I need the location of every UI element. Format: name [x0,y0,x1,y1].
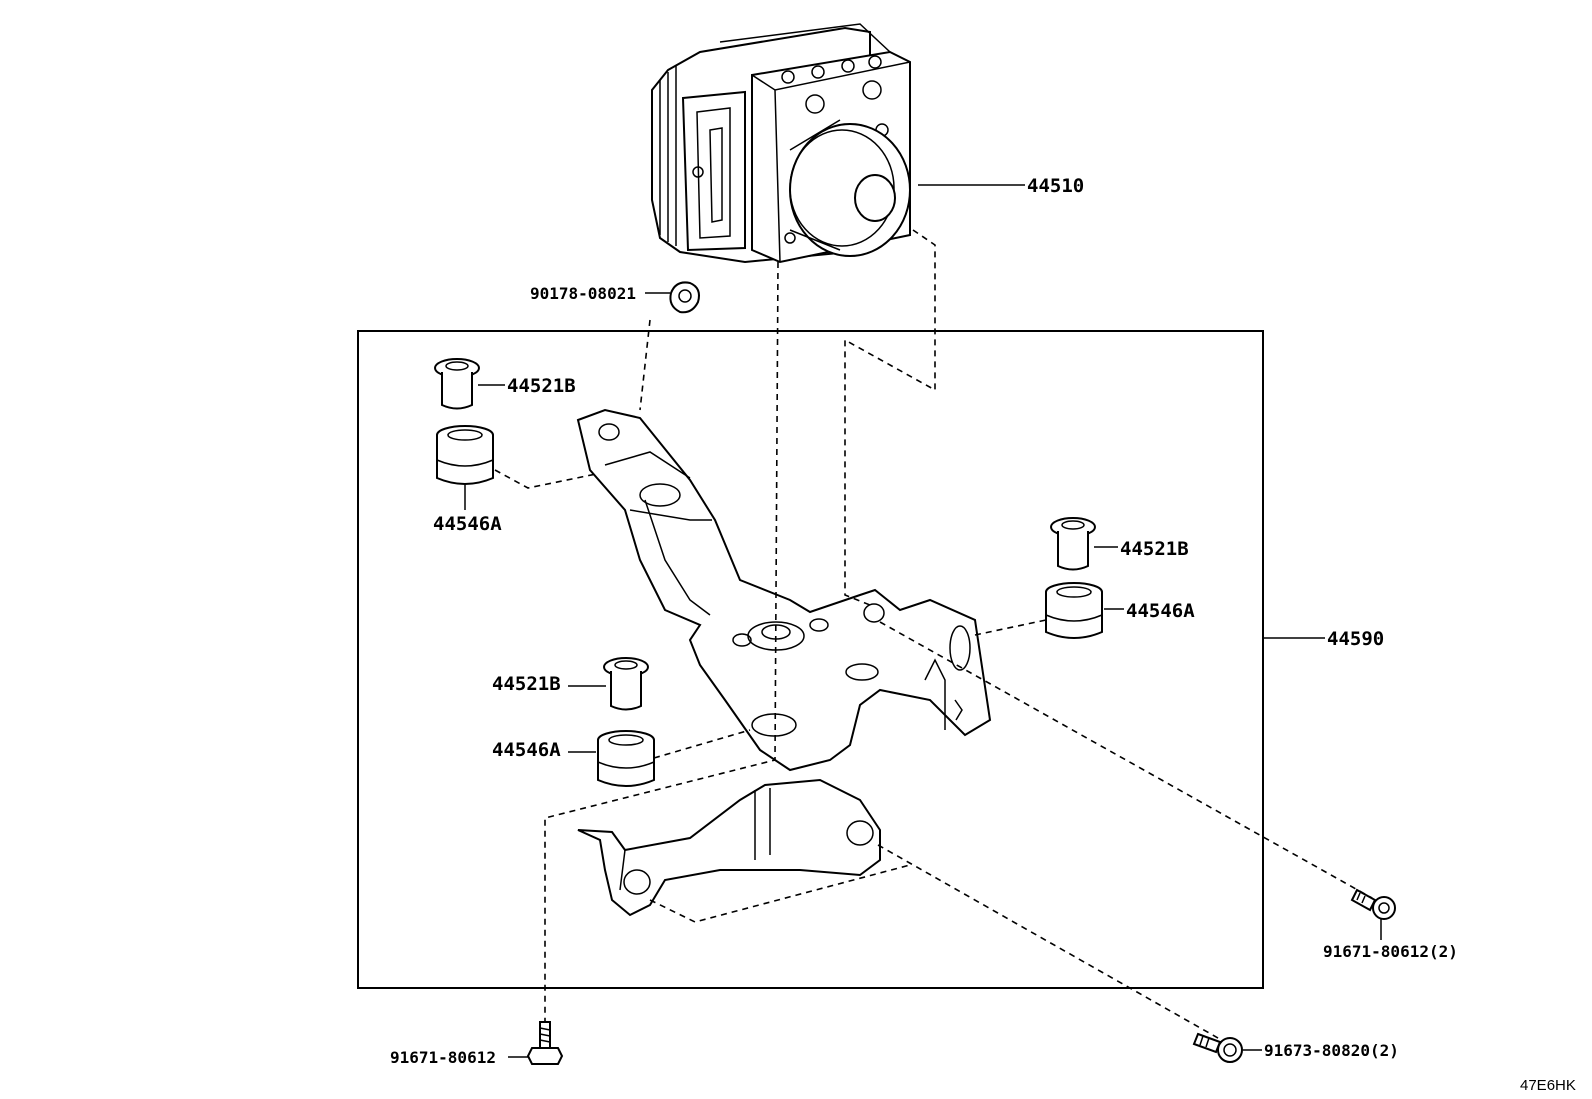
bushing-upper-left-drawing[interactable] [436,425,494,485]
label-44546A-lower: 44546A [492,739,561,761]
label-44510: 44510 [1027,175,1084,197]
label-44521B-lower: 44521B [492,673,561,695]
abs-actuator-drawing[interactable] [651,23,911,264]
label-91673-80820-2: 91673-80820(2) [1264,1041,1399,1060]
assembly-frame [357,330,1264,989]
label-44546A-upper-left: 44546A [433,513,502,535]
nut-top-drawing[interactable] [669,281,700,314]
bolt-bottom-right-drawing[interactable] [1192,1032,1243,1063]
label-44521B-right: 44521B [1120,538,1189,560]
bushing-lower-drawing[interactable] [597,730,655,787]
bushing-right-drawing[interactable] [1045,582,1103,639]
label-44546A-right: 44546A [1126,600,1195,622]
cushion-lower-drawing[interactable] [603,657,649,711]
diagram-code: 47E6HK [1520,1077,1576,1094]
label-90178-08021: 90178-08021 [530,284,636,303]
label-44521B-upper-left: 44521B [507,375,576,397]
label-91671-80612: 91671-80612 [390,1048,496,1067]
cushion-upper-left-drawing[interactable] [434,358,480,410]
label-91671-80612-2: 91671-80612(2) [1323,942,1458,961]
cushion-right-drawing[interactable] [1050,517,1096,571]
bracket-drawing[interactable] [576,408,992,917]
bolt-right-drawing[interactable] [1350,888,1396,920]
bolt-bottom-left-drawing[interactable] [526,1021,564,1065]
label-44590: 44590 [1327,628,1384,650]
